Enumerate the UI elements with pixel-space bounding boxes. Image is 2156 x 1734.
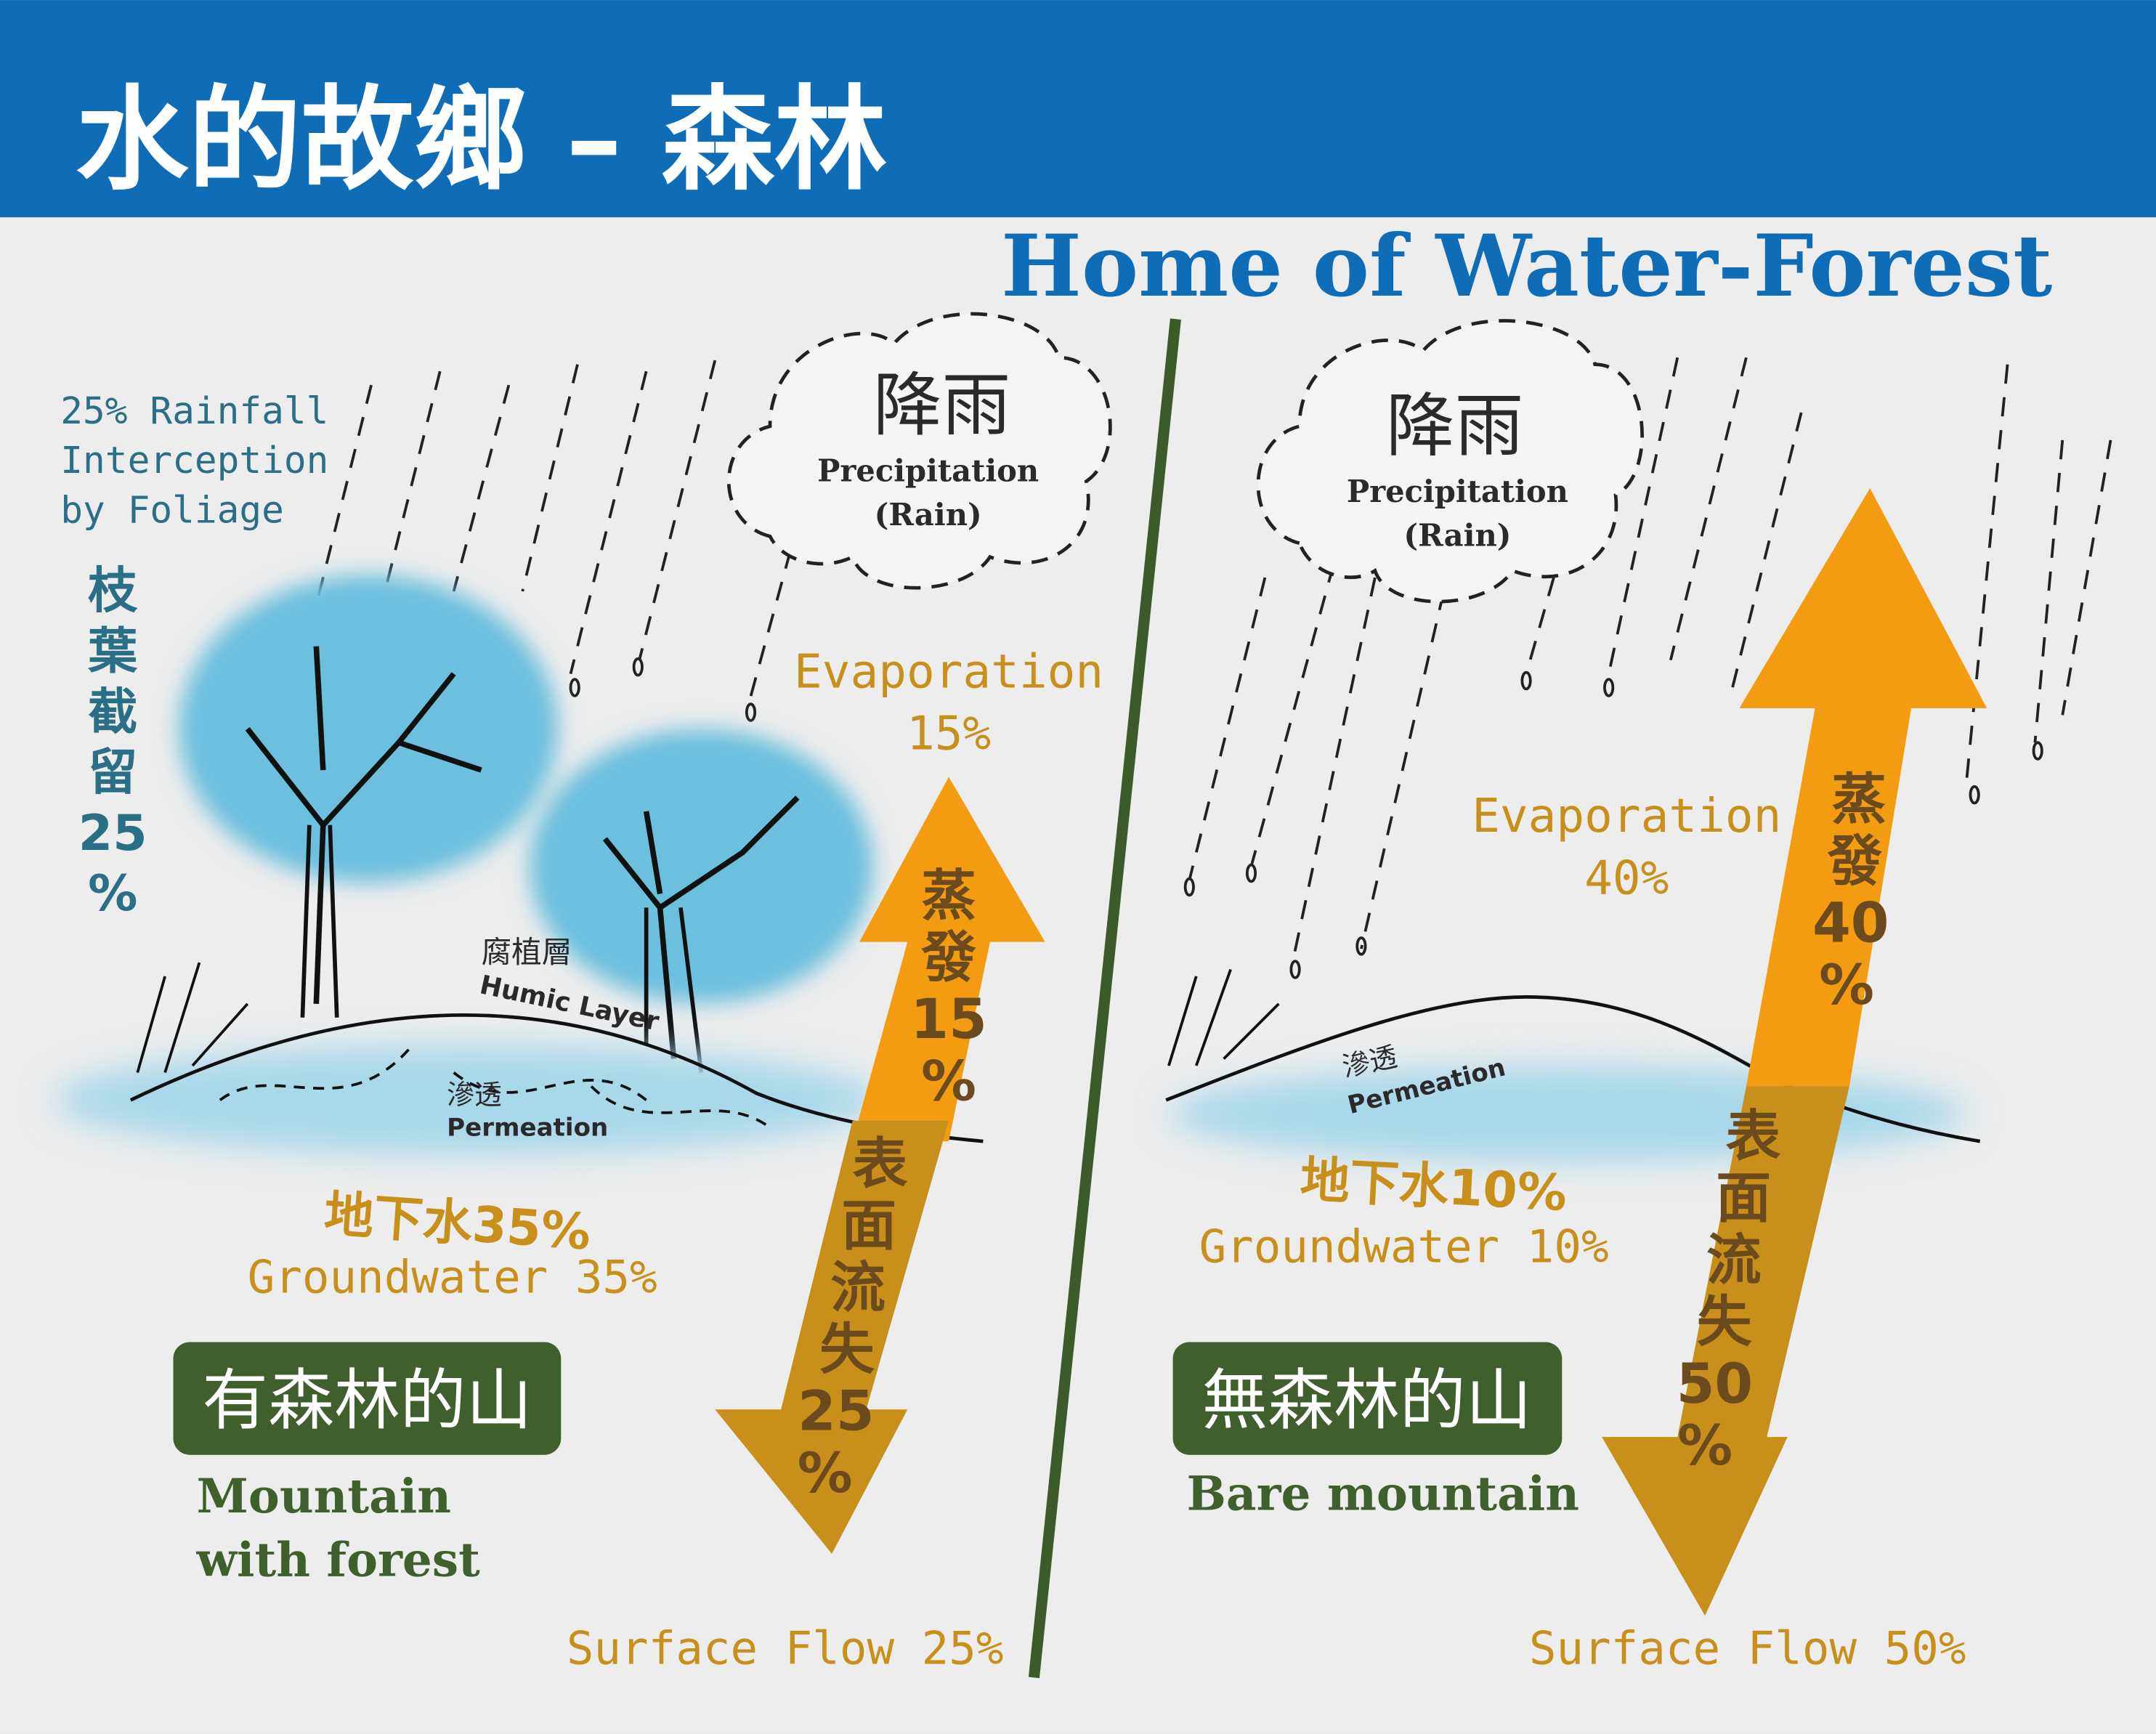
vertical-label-char: 40	[1812, 891, 1889, 955]
vertical-label-char: %	[1819, 953, 1874, 1017]
right-badge	[1172, 1342, 1563, 1455]
vertical-label-char: 25	[78, 805, 147, 862]
left-caption-2: with forest	[196, 1533, 480, 1587]
right-evaporation-arrow	[1739, 488, 1987, 1087]
right-surface-flow: Surface Flow 50%	[1529, 1621, 1966, 1674]
left-cloud-en2: (Rain)	[875, 497, 982, 532]
left-evaporation-arrow	[852, 777, 1045, 1142]
vertical-label-char: 失	[819, 1317, 875, 1381]
left-cloud-zh: 降雨	[873, 366, 1010, 446]
right-cloud-zh: 降雨	[1386, 386, 1523, 466]
right-cloud	[1256, 319, 1644, 604]
right-cloud-en: Precipitation	[1347, 474, 1568, 509]
vertical-label-char: 發	[1827, 829, 1883, 893]
vertical-label-char: 表	[853, 1132, 908, 1196]
right-evaporation-pct: 40%	[1584, 851, 1669, 905]
vertical-label-char: 流	[1706, 1228, 1762, 1292]
left-caption-1: Mountain	[197, 1470, 451, 1524]
right-caption: Bare mountain	[1187, 1467, 1580, 1521]
right-cloud-en2: (Rain)	[1403, 518, 1511, 554]
vertical-label-char: 表	[1726, 1104, 1781, 1168]
right-groundwater-en: Groundwater 10%	[1199, 1220, 1609, 1273]
left-perm-zh: 滲透	[447, 1079, 502, 1111]
page-title: 水的故鄉 – 森林	[76, 74, 887, 206]
left-groundwater-glow	[54, 1045, 880, 1156]
svg-text:Interception: Interception	[60, 439, 328, 482]
left-groundwater-en: Groundwater 35%	[248, 1250, 657, 1303]
vertical-label-char: 留	[88, 745, 137, 802]
right-grass	[1167, 968, 1280, 1066]
vertical-label-char: 蒸	[1831, 767, 1886, 831]
vertical-label-char: %	[1677, 1414, 1732, 1478]
right-ground-line	[1165, 995, 1981, 1143]
vertical-label-char: 發	[920, 925, 976, 989]
svg-text:25% Rainfall: 25% Rainfall	[60, 390, 328, 433]
right-rain	[1183, 357, 2112, 979]
left-badge	[173, 1342, 562, 1455]
left-trees	[179, 575, 873, 1073]
vertical-label-char: 面	[841, 1194, 896, 1257]
header-bar	[0, 0, 2156, 218]
left-roots	[219, 1044, 771, 1129]
left-surface-flow: Surface Flow 25%	[567, 1621, 1004, 1674]
divider	[1028, 318, 1181, 1679]
vertical-label-char: 截	[88, 684, 137, 741]
humic-zh: 腐植層	[482, 934, 572, 970]
subtitle: Home of Water-Forest	[1001, 216, 2052, 316]
left-evaporation: Evaporation	[794, 644, 1103, 699]
right-evaporation: Evaporation	[1472, 789, 1781, 843]
vertical-label-char: 失	[1697, 1290, 1752, 1354]
right-runoff-arrow	[1602, 1086, 1849, 1616]
right-groundwater-zh: 地下水10%	[1299, 1151, 1568, 1223]
vertical-label-char: %	[88, 865, 137, 923]
vertical-label-char: 50	[1677, 1352, 1753, 1416]
vertical-label-char: 面	[1716, 1166, 1771, 1230]
left-rain	[315, 360, 793, 722]
svg-text:by Foliage: by Foliage	[60, 489, 284, 532]
right-badge-text: 無森林的山	[1201, 1363, 1531, 1439]
vertical-label-char: %	[921, 1049, 976, 1113]
left-cloud	[727, 312, 1112, 590]
left-cloud-en: Precipitation	[817, 453, 1039, 489]
vertical-label-char: 流	[830, 1255, 885, 1319]
left-perm-en: Permeation	[447, 1114, 608, 1143]
left-evaporation-pct: 15%	[907, 707, 991, 761]
vertical-label-char: 25	[798, 1379, 874, 1443]
vertical-label-char: %	[798, 1441, 853, 1505]
interception-label: 25% Rainfall Interception by Foliage	[60, 390, 328, 532]
left-badge-text: 有森林的山	[202, 1363, 532, 1439]
vertical-label-char: 葉	[87, 623, 138, 681]
left-grass	[136, 962, 249, 1074]
vertical-label-char: 蒸	[921, 864, 976, 928]
vertical-label-char: 枝	[88, 563, 138, 620]
left-runoff-arrow	[715, 1120, 949, 1554]
vertical-label-char: 15	[910, 987, 986, 1051]
